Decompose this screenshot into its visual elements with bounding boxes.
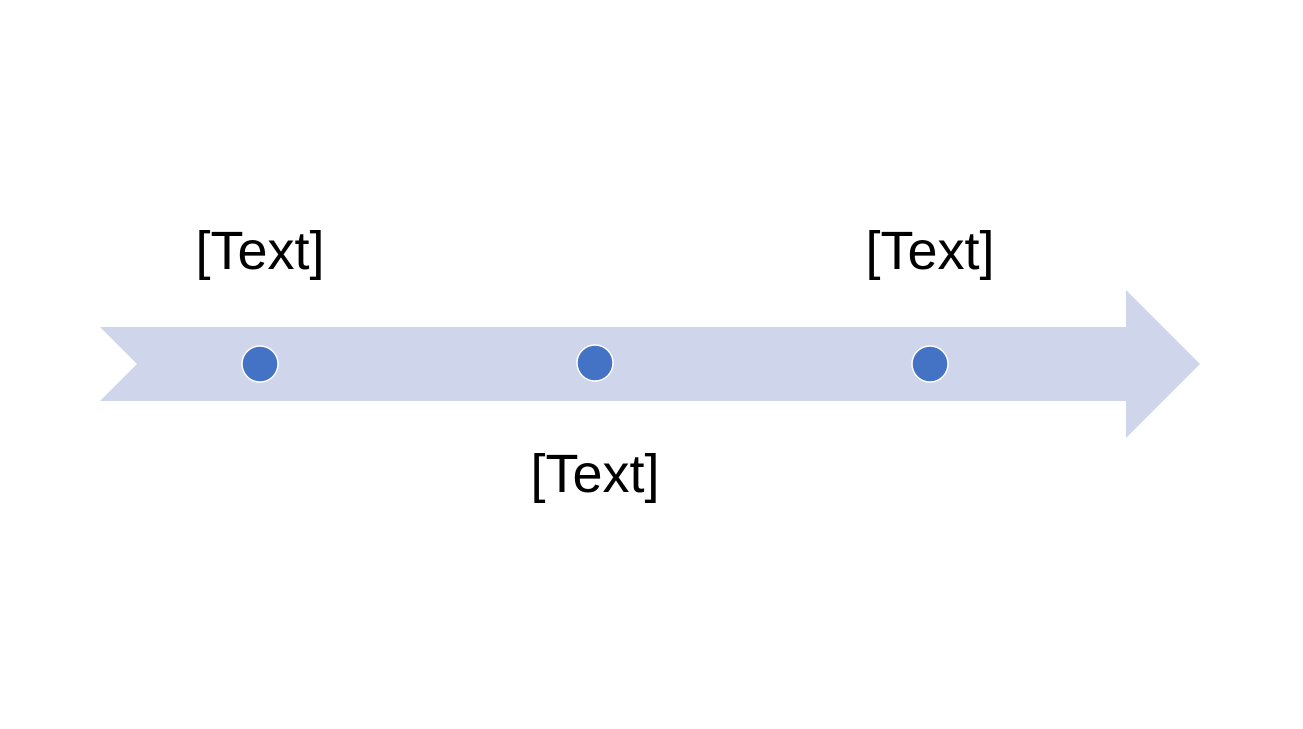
- timeline-arrow: [100, 290, 1200, 438]
- milestone-label-1: [Text]: [195, 221, 325, 281]
- milestone-dot-1: [241, 345, 279, 383]
- milestone-label-3: [Text]: [865, 221, 995, 281]
- milestone-label-2: [Text]: [530, 444, 660, 504]
- milestone-dot-3: [911, 345, 949, 383]
- milestone-dot-2: [576, 344, 614, 382]
